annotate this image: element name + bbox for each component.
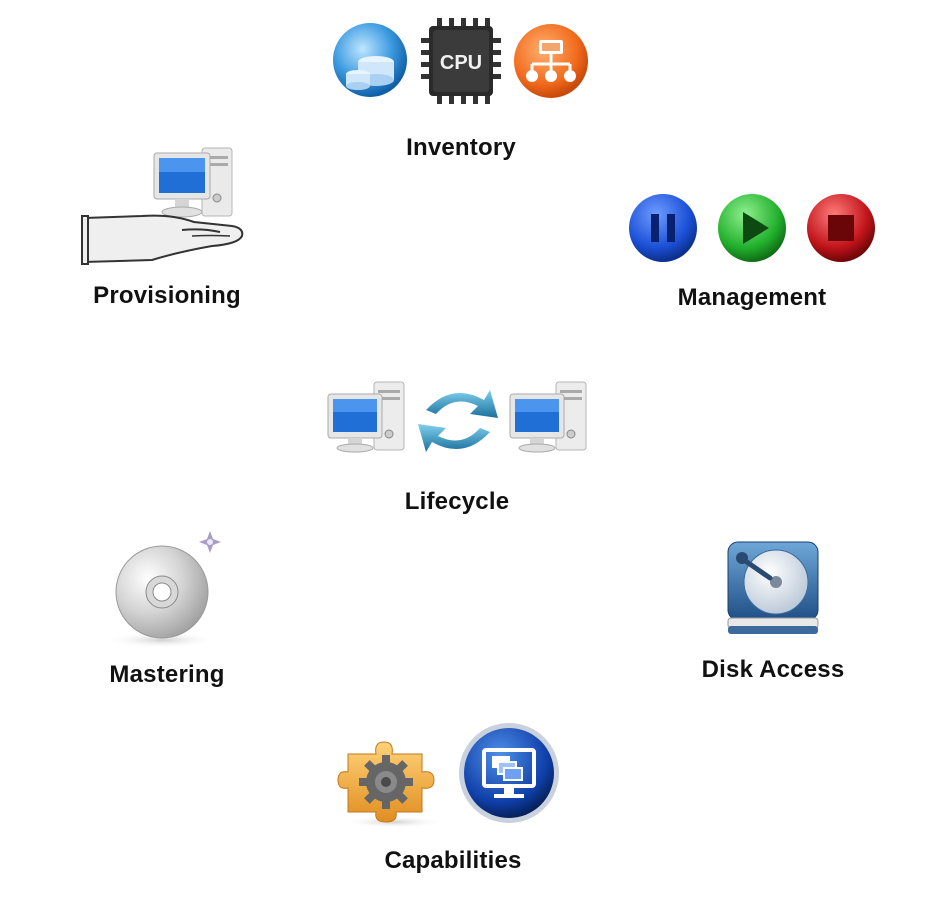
hard-disk-icon [727, 541, 819, 634]
lifecycle-label: Lifecycle [404, 488, 510, 515]
disk-access-label: Disk Access [701, 656, 845, 683]
mastering-label: Mastering [109, 661, 225, 688]
inventory-label: Inventory [406, 134, 516, 161]
hand-offering-computer-icon [81, 147, 244, 265]
desktop-windows-icon [459, 723, 559, 823]
capabilities-label: Capabilities [384, 847, 522, 874]
cpu-chip-icon: CPU [421, 18, 501, 104]
sync-arrows-icon [418, 390, 498, 452]
computer-icon [327, 381, 405, 453]
computer-icon [509, 381, 587, 453]
play-icon [718, 194, 786, 262]
pause-icon [629, 194, 697, 262]
management-label: Management [677, 284, 827, 311]
database-globe-icon [333, 23, 407, 97]
stop-icon [807, 194, 875, 262]
cpu-chip-text: CPU [440, 52, 482, 74]
network-hierarchy-icon [514, 24, 588, 98]
puzzle-gear-icon [337, 741, 446, 828]
provisioning-label: Provisioning [93, 282, 241, 309]
optical-disc-icon [106, 531, 221, 648]
